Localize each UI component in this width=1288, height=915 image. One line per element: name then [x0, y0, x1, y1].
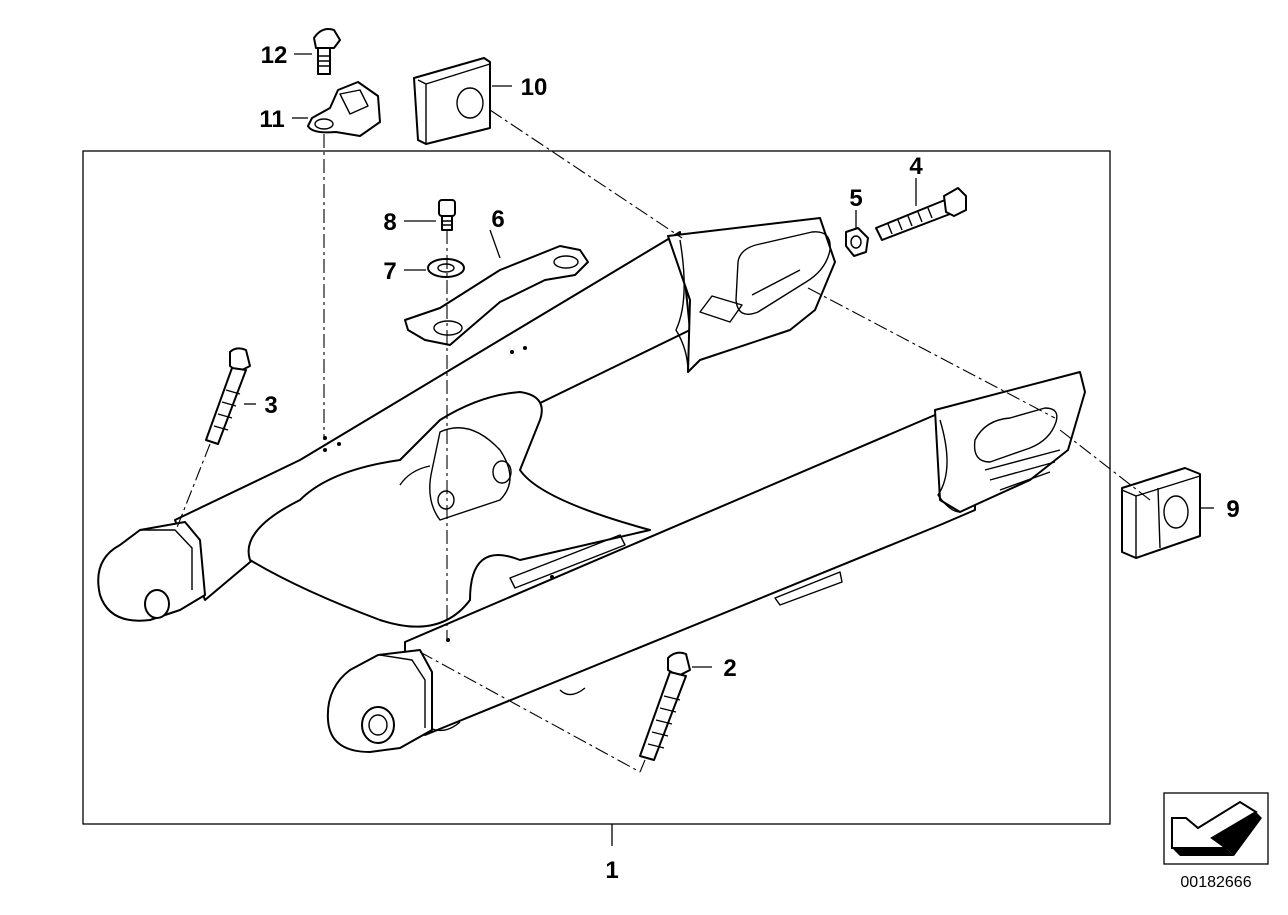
callout-4: 4: [909, 153, 923, 180]
callout-1: 1: [605, 857, 618, 884]
assembly-lines: [175, 109, 1151, 773]
swingarm-front-axle-end: [934, 371, 1086, 513]
leader-lines: [244, 53, 1214, 846]
swingarm-part: [97, 217, 1086, 753]
shock-mount: [429, 427, 511, 521]
axle-slot-front: [973, 407, 1058, 463]
nut-part-5: [845, 227, 869, 257]
clip-part-11: [307, 81, 381, 137]
callout-11: 11: [259, 106, 284, 133]
screw-part-3: [205, 347, 251, 445]
callout-10: 10: [521, 74, 548, 101]
bracket-part-6: [404, 245, 589, 346]
callout-9: 9: [1226, 496, 1239, 523]
arrow-orientation-icon: [1163, 792, 1269, 865]
washer-part-7: [427, 258, 465, 278]
axle-slot-rear: [735, 231, 831, 315]
block-part-10: [413, 57, 491, 145]
drawing-number: 00182666: [1180, 874, 1251, 891]
callout-8: 8: [383, 209, 396, 236]
bolt-part-12: [313, 28, 341, 75]
swingarm-cross-member: [247, 391, 651, 628]
swingarm-rear-axle-end: [667, 217, 836, 373]
callout-2: 2: [723, 655, 736, 682]
bolt-part-4: [875, 187, 967, 241]
pivot-bushing-front: [326, 649, 433, 753]
callout-7: 7: [383, 258, 396, 285]
callout-6: 6: [491, 206, 504, 233]
callout-5: 5: [849, 185, 862, 212]
block-part-9: [1121, 467, 1201, 559]
assembly-frame: [82, 150, 1111, 825]
callout-12: 12: [261, 42, 288, 69]
callouts: 1 2 3 4 5 6 7 8 9 10 11 12: [259, 42, 1239, 884]
callout-3: 3: [264, 392, 277, 419]
screw-part-2: [639, 651, 691, 761]
screw-part-8: [438, 199, 456, 231]
